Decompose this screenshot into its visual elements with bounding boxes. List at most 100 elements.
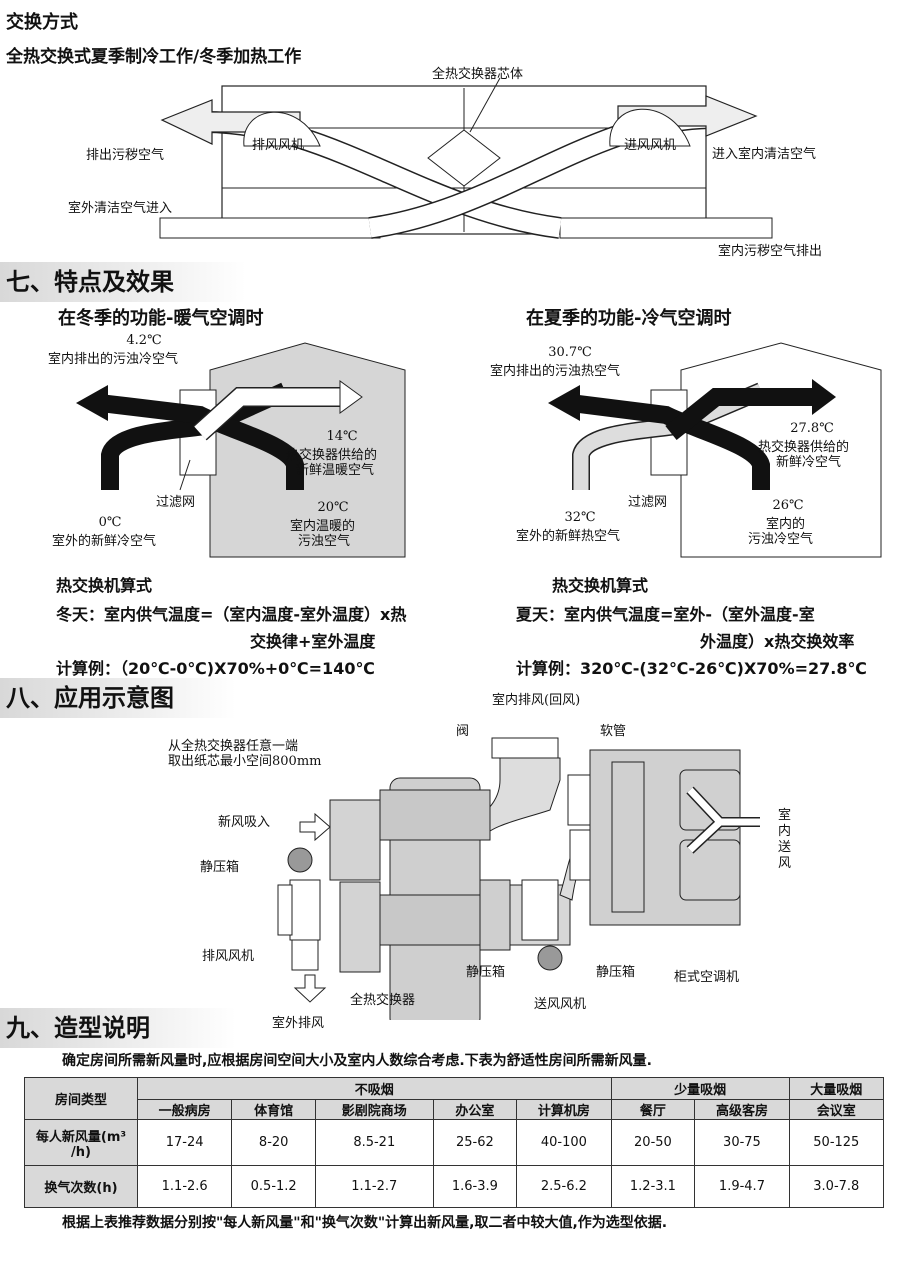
summer-t1: 30.7℃	[548, 345, 592, 360]
row-label-air-changes: 换气次数(h)	[24, 1165, 138, 1208]
table-cell: 3.0-7.8	[788, 1165, 885, 1208]
intake-fan-label: 进风风机	[624, 138, 677, 153]
static-box-label: 静压箱	[200, 860, 240, 875]
fresh-in-label: 新风吸入	[218, 815, 271, 830]
table-cell: 40-100	[516, 1119, 612, 1166]
table-cell: 30-75	[694, 1119, 790, 1166]
exhaust-dirty-label: 排出污秽空气	[86, 148, 165, 163]
col-header: 影剧院商场	[315, 1099, 434, 1120]
formula-left-line2: 交换律+室外温度	[250, 632, 376, 651]
col-header: 计算机房	[516, 1099, 612, 1120]
static-box2-label: 静压箱	[466, 965, 506, 980]
winter-l2b: 新鲜温暖空气	[296, 463, 375, 478]
section9-heading: 九、造型说明	[0, 1008, 236, 1048]
indoor-dirty-label: 室内污秽空气排出	[718, 244, 823, 259]
winter-filter: 过滤网	[156, 495, 196, 510]
indoor-supply-label: 室内送风	[778, 808, 792, 871]
table-cell: 0.5-1.2	[231, 1165, 317, 1208]
core-label: 全热交换器芯体	[432, 67, 524, 82]
application-diagram	[277, 737, 760, 1020]
exchange-subtitle: 全热交换式夏季制冷工作/冬季加热工作	[6, 47, 302, 67]
winter-t3: 0℃	[98, 515, 122, 530]
hrv-label: 全热交换器	[350, 993, 416, 1008]
winter-l2a: 热交换器供给的	[286, 448, 378, 463]
exhaust-fan-label: 排风风机	[252, 138, 305, 153]
exchange-title: 交换方式	[6, 12, 78, 33]
table-cell: 1.1-2.6	[136, 1165, 233, 1208]
table-cell: 1.2-3.1	[610, 1165, 696, 1208]
supply-fan-label: 送风风机	[534, 997, 587, 1012]
group-header-no-smoke: 不吸烟	[137, 1077, 612, 1100]
formula-right-line1: 夏天：室内供气温度=室外-（室外温度-室	[516, 605, 815, 624]
winter-l3: 室外的新鲜冷空气	[52, 534, 157, 549]
row-label-air-b: /h)	[71, 1144, 91, 1160]
table-cell: 17-24	[136, 1119, 233, 1166]
section8-heading: 八、应用示意图	[0, 678, 236, 718]
winter-l1: 室内排出的污浊冷空气	[48, 352, 179, 367]
table-cell: 1.1-2.7	[315, 1165, 434, 1208]
col-header: 餐厅	[610, 1099, 696, 1120]
return-air-label: 室内排风(回风)	[492, 693, 581, 708]
summer-diagram	[548, 342, 882, 558]
formula-right-title: 热交换机算式	[552, 576, 649, 595]
col-header: 办公室	[432, 1099, 518, 1120]
summer-t3: 32℃	[564, 510, 596, 525]
winter-t4: 20℃	[317, 500, 349, 515]
outdoor-exhaust-label: 室外排风	[272, 1016, 325, 1031]
table-cell: 25-62	[432, 1119, 518, 1166]
col-header: 会议室	[788, 1099, 885, 1120]
summer-filter: 过滤网	[628, 495, 668, 510]
cabinet-ac-label: 柜式空调机	[674, 970, 740, 985]
summer-t2: 27.8℃	[790, 421, 834, 436]
hose-label: 软管	[600, 724, 627, 739]
formula-left-title: 热交换机算式	[56, 576, 153, 595]
formula-left-line1: 冬天：室内供气温度=（室内温度-室外温度）x热	[56, 605, 407, 624]
formula-left-example: 计算例：（20℃-0℃)X70%+0℃=140℃	[56, 659, 375, 678]
formula-right-example: 计算例：320℃-(32℃-26℃)X70%=27.8℃	[516, 659, 867, 678]
summer-l2b: 新鲜冷空气	[776, 455, 842, 470]
table-cell: 1.6-3.9	[432, 1165, 518, 1208]
summer-l2a: 热交换器供给的	[758, 440, 850, 455]
summer-l4a: 室内的	[766, 517, 806, 532]
table-cell: 20-50	[610, 1119, 696, 1166]
outdoor-in-label: 室外清洁空气进入	[68, 201, 173, 216]
summer-title: 在夏季的功能-冷气空调时	[526, 308, 732, 329]
summer-l1: 室内排出的污浊热空气	[490, 364, 621, 379]
air-volume-table: 房间类型 不吸烟 少量吸烟 大量吸烟 一般病房 体育馆 影剧院商场 办公室 计算…	[24, 1077, 885, 1208]
group-header-heavy-smoke: 大量吸烟	[788, 1077, 885, 1100]
room-type-header: 房间类型	[24, 1077, 138, 1120]
section9-footer: 根据上表推荐数据分别按"每人新风量"和"换气次数"计算出新风量,取二者中较大值,…	[62, 1215, 668, 1231]
row-label-air-per-person: 每人新风量(m³ /h)	[24, 1119, 138, 1166]
winter-title: 在冬季的功能-暖气空调时	[58, 308, 264, 329]
winter-t2: 14℃	[326, 429, 358, 444]
col-header: 一般病房	[136, 1099, 233, 1120]
section9-intro: 确定房间所需新风量时,应根据房间空间大小及室内人数综合考虑.下表为舒适性房间所需…	[62, 1053, 652, 1069]
table-cell: 50-125	[788, 1119, 885, 1166]
formula-right-line2: 外温度）x热交换效率	[700, 632, 855, 651]
note2: 取出纸芯最小空间800mm	[168, 754, 322, 769]
table-cell: 8-20	[231, 1119, 317, 1166]
valve-label: 阀	[456, 724, 470, 739]
winter-l4a: 室内温暖的	[290, 519, 356, 534]
winter-diagram	[76, 342, 406, 558]
summer-l4b: 污浊冷空气	[748, 532, 814, 547]
exhaust-fan-label-8: 排风风机	[202, 949, 255, 964]
summer-t4: 26℃	[772, 498, 804, 513]
exhaust-fan-shape	[243, 111, 321, 147]
winter-l4b: 污浊空气	[298, 534, 351, 549]
col-header: 体育馆	[231, 1099, 317, 1120]
summer-l3: 室外的新鲜热空气	[516, 529, 621, 544]
table-cell: 2.5-6.2	[516, 1165, 612, 1208]
winter-t1: 4.2℃	[126, 333, 162, 348]
row-label-air-a: 每人新风量(m³	[35, 1129, 127, 1145]
exchange-diagram	[159, 77, 773, 239]
section7-heading: 七、特点及效果	[0, 262, 246, 302]
col-header: 高级客房	[694, 1099, 790, 1120]
static-box3-label: 静压箱	[596, 965, 636, 980]
note1: 从全热交换器任意一端	[168, 739, 299, 754]
table-cell: 1.9-4.7	[694, 1165, 790, 1208]
intake-fan-shape	[609, 108, 691, 147]
group-header-light-smoke: 少量吸烟	[610, 1077, 790, 1100]
table-cell: 8.5-21	[315, 1119, 434, 1166]
indoor-clean-label: 进入室内清洁空气	[712, 147, 817, 162]
